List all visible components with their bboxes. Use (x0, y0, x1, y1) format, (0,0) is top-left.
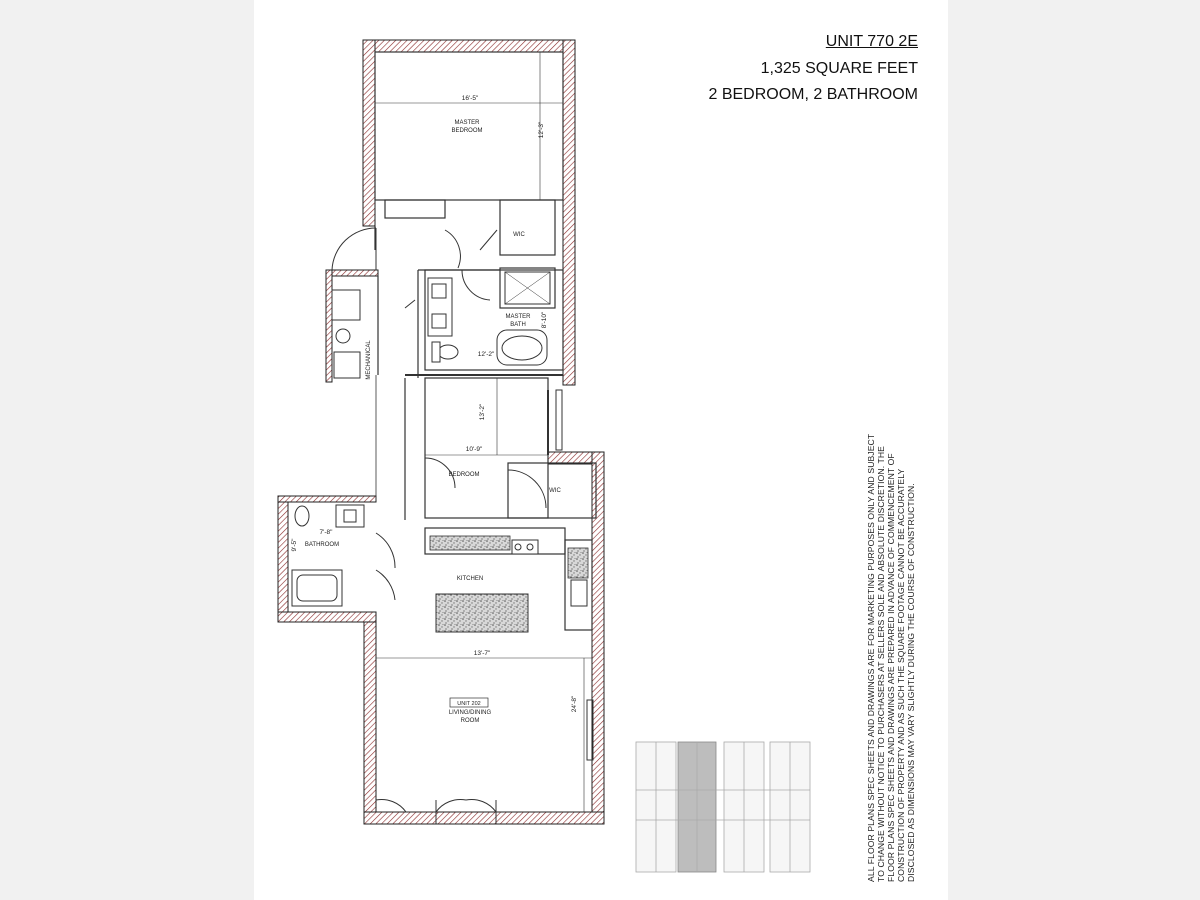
kitchen-island (435, 593, 529, 633)
dim-master-bath-depth: 8'-10" (541, 311, 548, 328)
label-living-2: ROOM (461, 718, 480, 724)
label-master-bedroom-2: BEDROOM (451, 128, 482, 134)
dim-bathroom-width: 7'-8" (320, 529, 334, 536)
disclaimer-line: FLOOR PLANS SPEC SHEETS AND DRAWINGS ARE… (886, 453, 896, 882)
exterior-walls (277, 39, 605, 825)
label-living-1: LIVING/DINING (449, 710, 492, 716)
building-key-plan (635, 741, 811, 873)
unit-title: UNIT 770 2E (825, 33, 918, 50)
dim-bedroom-width: 10'-9" (466, 446, 483, 453)
label-master-bedroom-1: MASTER (454, 120, 480, 126)
kitchen-counter (429, 535, 511, 551)
dim-bedroom-depth: 13'-2" (479, 403, 486, 420)
label-unit-tag: UNIT 202 (457, 701, 480, 707)
doors (331, 227, 547, 824)
disclaimer-line: DISCLOSED AS DIMENSIONS MAY VARY SLIGHTL… (906, 483, 916, 882)
interior-walls (374, 51, 597, 812)
label-wic-master: WIC (513, 232, 525, 238)
disclaimer-text: ALL FLOOR PLANS SPEC SHEETS AND DRAWINGS… (866, 432, 916, 882)
label-bedroom: BEDROOM (448, 472, 479, 478)
fixtures (291, 271, 588, 607)
disclaimer-line: TO CHANGE WITHOUT NOTICE TO PURCHASERS A… (876, 445, 886, 882)
dim-bathroom-depth: 9'-5" (291, 538, 298, 552)
dim-living-width: 13'-7" (474, 650, 491, 657)
dim-master-bath-width: 12'-2" (478, 351, 495, 358)
dim-master-bedroom-depth: 12'-3" (538, 121, 545, 138)
label-master-bath-2: BATH (510, 322, 526, 328)
unit-square-feet: 1,325 SQUARE FEET (760, 60, 918, 77)
kitchen-counter-side (567, 547, 589, 579)
label-bathroom: BATHROOM (305, 542, 339, 548)
label-wic-bedroom: WIC (549, 488, 561, 494)
unit-bed-bath: 2 BEDROOM, 2 BATHROOM (708, 86, 918, 103)
disclaimer-line: ALL FLOOR PLANS SPEC SHEETS AND DRAWINGS… (866, 433, 876, 882)
dim-living-depth: 24'-8" (571, 695, 578, 712)
unit-tag-box (449, 697, 489, 708)
label-master-bath-1: MASTER (505, 314, 531, 320)
disclaimer-line: CONSTRUCTION OF PROPERTY AND AS SUCH THE… (896, 468, 906, 882)
label-mechanical: MECHANICAL (366, 340, 372, 380)
label-kitchen: KITCHEN (457, 576, 483, 582)
dim-master-bedroom-width: 16'-5" (462, 95, 479, 102)
